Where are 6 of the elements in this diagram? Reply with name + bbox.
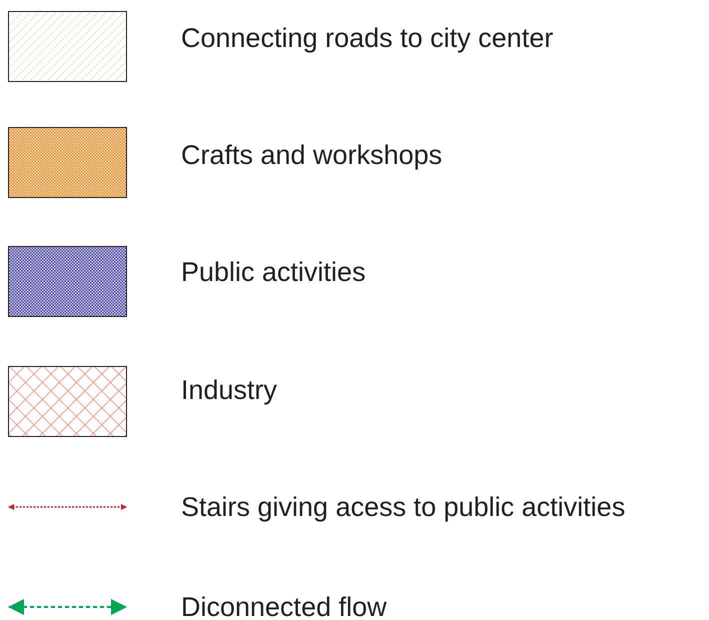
legend-label: Public activities	[181, 256, 366, 288]
legend-label: Connecting roads to city center	[181, 22, 554, 54]
legend-label: Industry	[181, 374, 278, 406]
legend-label: Stairs giving acess to public activities	[181, 491, 626, 523]
legend-label: Diconnected flow	[181, 591, 387, 620]
legend-label: Crafts and workshops	[181, 139, 442, 171]
